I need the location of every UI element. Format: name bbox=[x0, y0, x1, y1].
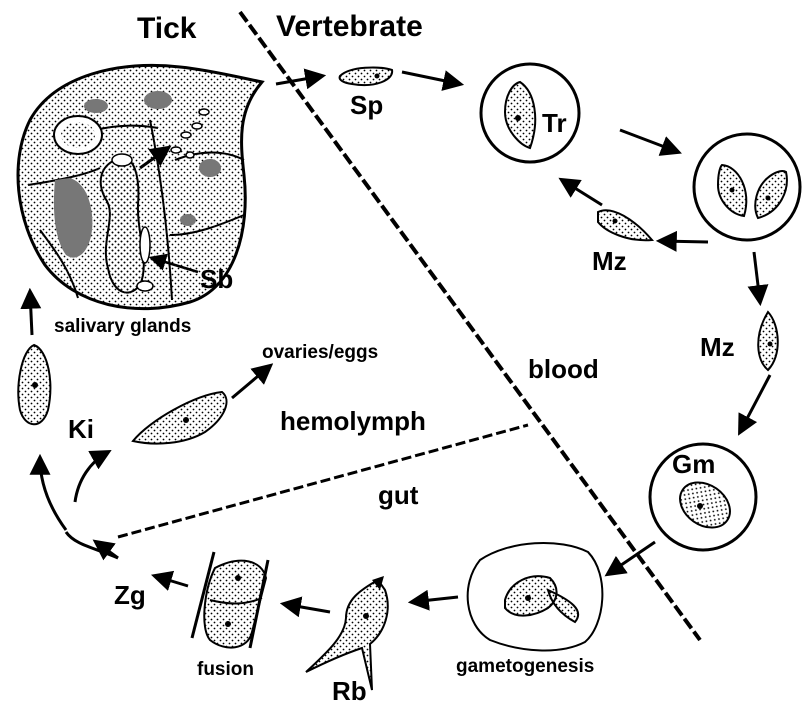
fusion-label: fusion bbox=[197, 659, 254, 680]
merozoite-cell-right bbox=[758, 312, 778, 370]
arrow-dividing-to-mz-right bbox=[754, 252, 760, 302]
arrow-tr-to-dividing bbox=[620, 130, 678, 152]
tick-vertebrate-boundary bbox=[240, 12, 700, 640]
gut-label: gut bbox=[378, 480, 419, 510]
mz-left-label: Mz bbox=[592, 246, 627, 276]
tr-label: Tr bbox=[542, 108, 567, 138]
arrow-gland-to-sp bbox=[276, 76, 322, 84]
arrow-to-ki-up bbox=[40, 458, 66, 530]
arrow-rb-to-fusion bbox=[284, 604, 330, 612]
mz-right-label: Mz bbox=[700, 332, 735, 362]
ray-body-cell bbox=[306, 576, 388, 690]
blood-label: blood bbox=[528, 354, 599, 384]
gm-label: Gm bbox=[672, 449, 715, 479]
kinete-vertical-cell bbox=[18, 345, 50, 424]
hemolymph-label: hemolymph bbox=[280, 406, 426, 436]
arrow-gametogenesis-to-rb bbox=[412, 597, 458, 602]
arrow-sp-to-tr bbox=[402, 72, 460, 84]
rb-label: Rb bbox=[332, 676, 367, 706]
merozoite-cell-left bbox=[598, 210, 652, 240]
gametogenesis-label: gametogenesis bbox=[456, 656, 594, 677]
fusion-cell bbox=[192, 552, 268, 648]
arrow-to-hemolymph-ki bbox=[75, 452, 108, 502]
dividing-merozoite-erythrocyte bbox=[694, 134, 800, 240]
arrow-ki-to-glands bbox=[30, 292, 32, 335]
ki-label: Ki bbox=[68, 414, 94, 444]
ovaries-eggs-label: ovaries/eggs bbox=[262, 342, 378, 363]
kinete-diagonal-cell bbox=[133, 392, 227, 444]
tick-header: Tick bbox=[137, 12, 197, 45]
arrow-fusion-to-zg bbox=[155, 576, 188, 586]
sb-label: Sb bbox=[200, 264, 233, 294]
vertebrate-header: Vertebrate bbox=[276, 10, 423, 43]
arrow-zygote-up bbox=[66, 532, 118, 558]
arrow-dividing-to-mz bbox=[660, 241, 708, 242]
sp-label: Sp bbox=[350, 90, 383, 120]
arrow-ki-to-ovaries bbox=[232, 366, 270, 398]
sporozoite-cell bbox=[340, 68, 393, 86]
zg-label: Zg bbox=[114, 580, 146, 610]
gametogenesis-cell bbox=[468, 543, 603, 650]
arrow-mz-to-gm bbox=[740, 375, 770, 432]
arrow-mz-to-tr bbox=[562, 180, 602, 205]
salivary-glands-label: salivary glands bbox=[54, 316, 191, 337]
